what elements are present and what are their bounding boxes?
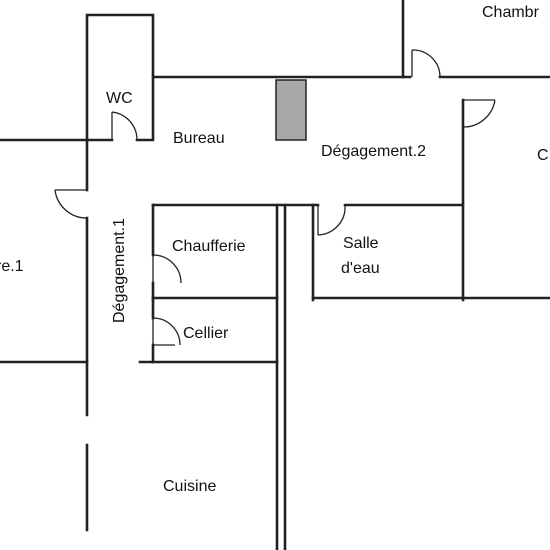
room-label-wc: WC	[106, 90, 133, 107]
room-label-bureau: Bureau	[173, 130, 225, 147]
room-label-chaufferie: Chaufferie	[172, 238, 246, 255]
chambre-right-door	[462, 99, 496, 128]
room-label-chambre-left: re.1	[0, 258, 24, 275]
wc-door	[111, 111, 138, 141]
room-label-salle-line1: Salle	[343, 235, 379, 252]
room-label-degagement2: Dégagement.2	[321, 143, 426, 160]
wc-wall	[85, 13, 155, 142]
room-label-chambre-right: C	[537, 147, 549, 164]
room-label-degagement1: Dégagement.1	[111, 218, 128, 323]
chambre-top-door	[411, 49, 441, 78]
cellier-door	[152, 317, 181, 346]
room-labels: Chambr re.1 C WC Bureau Dégagement.2 Dég…	[0, 4, 549, 495]
chambre1-door	[54, 189, 88, 219]
doors	[54, 49, 496, 346]
room-label-cuisine: Cuisine	[163, 478, 216, 495]
salle-door	[317, 204, 346, 236]
room-label-cellier: Cellier	[183, 325, 229, 342]
chaufferie-door	[152, 254, 182, 284]
technical-shaft	[275, 79, 307, 141]
room-label-chambre-top: Chambr	[482, 4, 540, 21]
room-label-salle-line2: d'eau	[341, 260, 380, 277]
